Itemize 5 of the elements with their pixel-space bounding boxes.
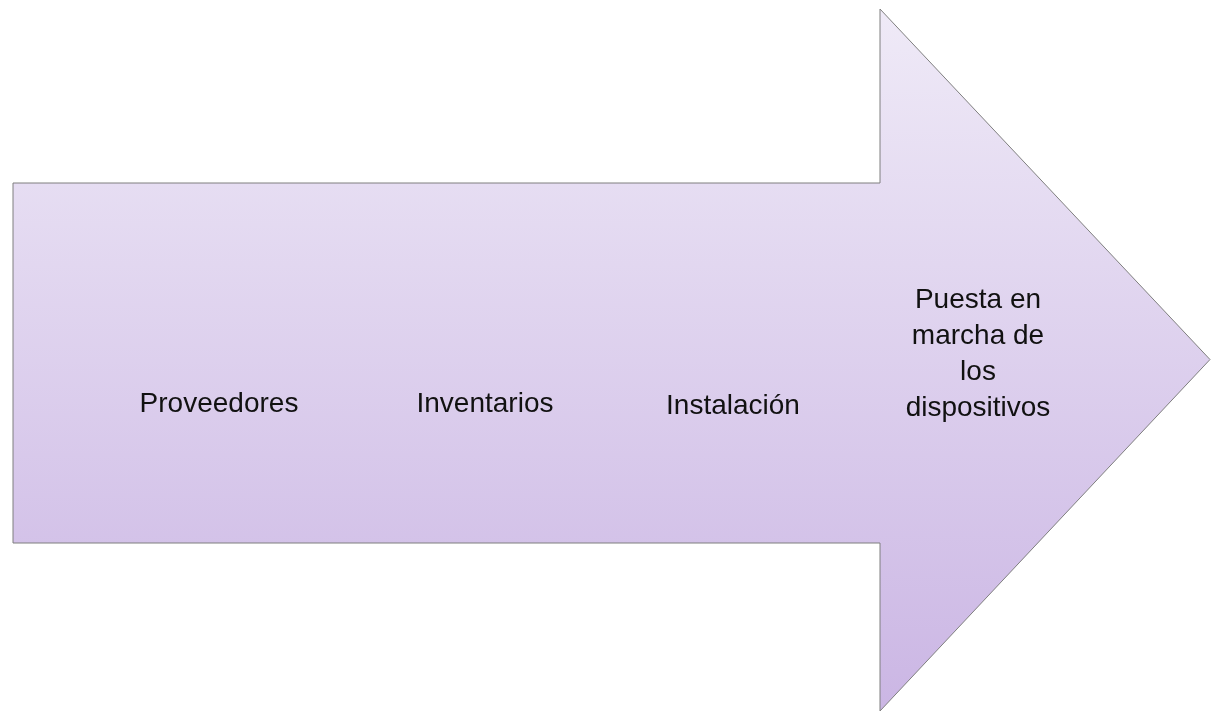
step-label: Instalación bbox=[666, 388, 800, 422]
step-label: Proveedores bbox=[139, 386, 299, 420]
step-label: Puesta en marcha de los dispositivos bbox=[904, 282, 1052, 424]
arrow-shape bbox=[12, 8, 1211, 712]
step-label: Inventarios bbox=[416, 386, 554, 420]
